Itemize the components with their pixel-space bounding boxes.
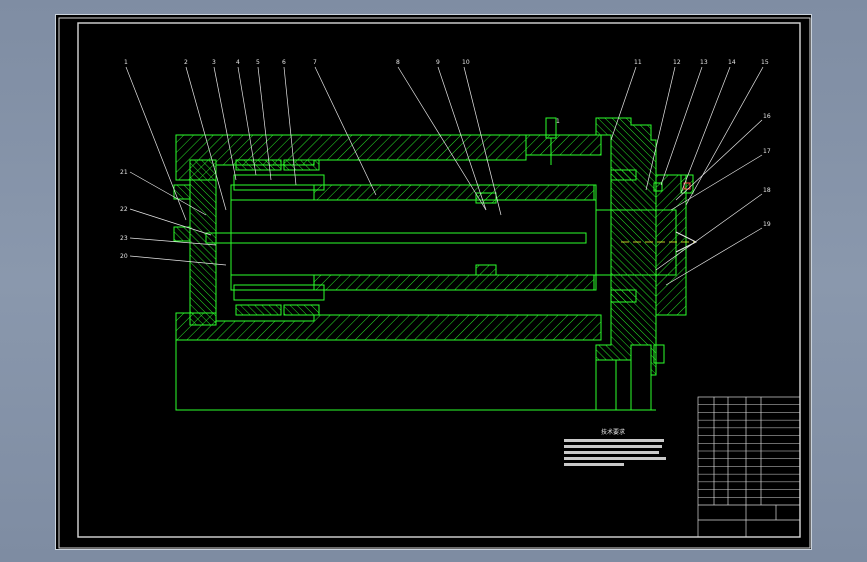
leader-13 bbox=[660, 66, 703, 186]
leader-17 bbox=[670, 154, 763, 211]
tech-req-title: 技术要求 bbox=[601, 428, 625, 436]
shaft-wall-bottom bbox=[313, 274, 595, 291]
front-cover bbox=[655, 174, 687, 316]
spindle-inner-bore bbox=[230, 199, 597, 276]
tech-req-line-1 bbox=[564, 439, 664, 442]
balloon-18: 18 bbox=[763, 187, 771, 194]
balloon-23: 23 bbox=[120, 235, 128, 242]
leader-21 bbox=[129, 171, 207, 216]
leader-7 bbox=[314, 66, 377, 196]
rear-spacer-bottom bbox=[233, 284, 325, 301]
leader-lines bbox=[125, 66, 764, 286]
spindle-assembly bbox=[173, 117, 694, 411]
leader-14 bbox=[680, 66, 731, 194]
leader-20 bbox=[129, 255, 227, 266]
leader-4 bbox=[237, 66, 257, 176]
bearing-rear-top-2 bbox=[283, 159, 320, 171]
base-extension bbox=[175, 340, 656, 411]
title-block-border bbox=[697, 396, 801, 538]
balloon-17: 17 bbox=[763, 148, 771, 155]
housing-bottom-wall bbox=[175, 312, 602, 341]
tool-tip bbox=[675, 231, 698, 253]
bolt-top bbox=[653, 182, 663, 192]
leader-18 bbox=[655, 193, 763, 271]
leader-6 bbox=[283, 66, 297, 186]
balloon-2: 2 bbox=[184, 59, 188, 66]
bearing-rear-bottom-2 bbox=[283, 304, 320, 316]
balloon-9: 9 bbox=[436, 59, 440, 66]
balloon-13: 13 bbox=[700, 59, 708, 66]
title-block-rows bbox=[698, 404, 800, 498]
side-label: 1 bbox=[556, 118, 560, 125]
leader-12 bbox=[645, 66, 676, 191]
draw-bar bbox=[205, 232, 587, 244]
leader-9 bbox=[437, 66, 487, 211]
balloon-5: 5 bbox=[256, 59, 260, 66]
leader-23 bbox=[129, 237, 217, 246]
tool-holder bbox=[595, 209, 677, 276]
leader-10 bbox=[463, 66, 502, 216]
leader-11 bbox=[610, 66, 637, 141]
rear-spacer-top bbox=[233, 174, 325, 191]
balloon-19: 19 bbox=[763, 221, 771, 228]
bearing-rear-bottom bbox=[235, 304, 282, 316]
balloon-21: 21 bbox=[120, 169, 128, 176]
balloon-6: 6 bbox=[282, 59, 286, 66]
balloon-20: 20 bbox=[120, 253, 128, 260]
balloon-10: 10 bbox=[462, 59, 470, 66]
rear-fitting-top bbox=[173, 184, 191, 200]
title-block bbox=[697, 396, 801, 538]
bolt-bottom bbox=[653, 344, 665, 364]
technical-requirements: 技术要求 bbox=[564, 428, 666, 466]
balloon-8: 8 bbox=[396, 59, 400, 66]
leader-5 bbox=[257, 66, 272, 181]
balloon-3: 3 bbox=[212, 59, 216, 66]
rear-fitting-mid bbox=[173, 226, 191, 242]
balloon-14: 14 bbox=[728, 59, 736, 66]
balloon-12: 12 bbox=[673, 59, 681, 66]
key-top bbox=[475, 192, 497, 204]
balloon-1: 1 bbox=[124, 59, 128, 66]
tech-req-line-5 bbox=[564, 463, 624, 466]
balloon-22: 22 bbox=[120, 206, 128, 213]
leader-1 bbox=[125, 66, 187, 221]
leader-16 bbox=[675, 119, 763, 201]
balloon-16: 16 bbox=[763, 113, 771, 120]
leader-8 bbox=[397, 66, 487, 211]
tech-req-line-2 bbox=[564, 445, 662, 448]
leader-22 bbox=[129, 208, 212, 236]
leader-15 bbox=[685, 66, 764, 206]
left-end-cap bbox=[189, 159, 217, 326]
leader-19 bbox=[665, 227, 763, 286]
balloon-4: 4 bbox=[236, 59, 240, 66]
bearing-rear-top bbox=[235, 159, 282, 171]
front-bearing-top bbox=[610, 169, 637, 181]
shaft-wall-top bbox=[313, 184, 595, 201]
key-bottom bbox=[475, 264, 497, 276]
balloon-15: 15 bbox=[761, 59, 769, 66]
front-bearing-bottom bbox=[610, 289, 637, 303]
leader-3 bbox=[213, 66, 237, 181]
spindle-shaft bbox=[230, 184, 597, 291]
housing-right-flange-top bbox=[525, 134, 602, 156]
tech-req-line-4 bbox=[564, 457, 666, 460]
leader-2 bbox=[185, 66, 227, 211]
inner-frame bbox=[77, 22, 801, 538]
front-flange bbox=[595, 117, 657, 376]
balloon-11: 11 bbox=[634, 59, 642, 66]
tech-req-line-3 bbox=[564, 451, 659, 454]
balloon-7: 7 bbox=[313, 59, 317, 66]
outer-frame bbox=[58, 17, 811, 549]
